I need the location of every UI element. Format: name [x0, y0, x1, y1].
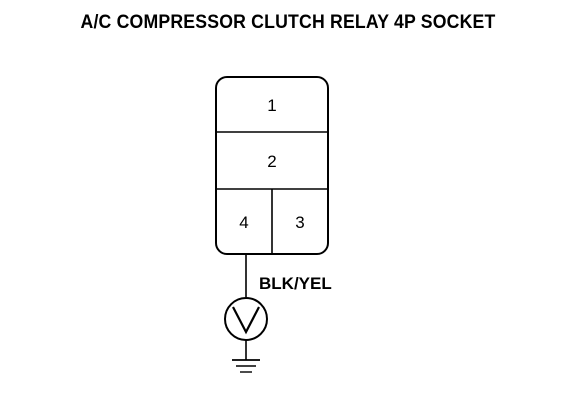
pin-3-label: 3 — [295, 213, 304, 232]
wire-color-label: BLK/YEL — [259, 274, 332, 293]
diagram-title: A/C COMPRESSOR CLUTCH RELAY 4P SOCKET — [80, 12, 496, 33]
pin-1-label: 1 — [267, 96, 276, 115]
pin-2-label: 2 — [267, 152, 276, 171]
pin-4-label: 4 — [239, 213, 248, 232]
ground-icon — [232, 359, 260, 373]
voltmeter-icon — [224, 297, 268, 341]
